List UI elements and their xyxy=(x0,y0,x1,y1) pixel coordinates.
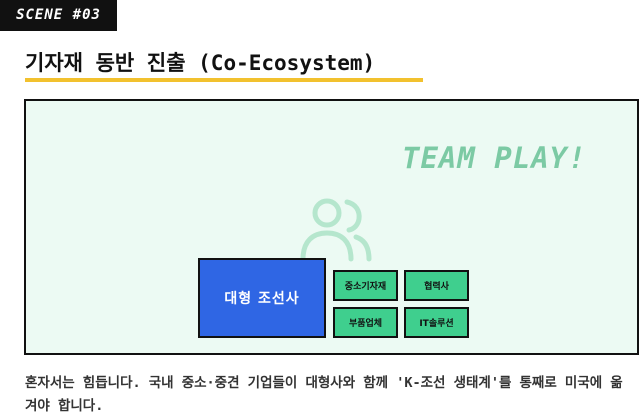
title-underline xyxy=(25,78,423,82)
scene-tag: SCENE #03 xyxy=(0,0,117,31)
partner-box-it-solution: IT솔루션 xyxy=(404,307,469,338)
page-title: 기자재 동반 진출 (Co-Ecosystem) xyxy=(25,51,376,75)
partner-box-parts-maker: 부품업체 xyxy=(333,307,398,338)
team-play-banner: TEAM PLAY! xyxy=(402,141,587,175)
scene-caption: 혼자서는 힘듭니다. 국내 중소·중견 기업들이 대형사와 함께 'K-조선 생… xyxy=(25,375,623,414)
partner-box-sme-equipment: 중소기자재 xyxy=(333,270,398,301)
people-icon xyxy=(300,198,372,262)
partner-box-subcontractor: 협력사 xyxy=(404,270,469,301)
lead-shipbuilder-box: 대형 조선사 xyxy=(198,258,326,338)
scene-illustration: TEAM PLAY! 대형 조선사 중소기자재 협력사 부품업체 IT솔루션 xyxy=(24,99,639,355)
